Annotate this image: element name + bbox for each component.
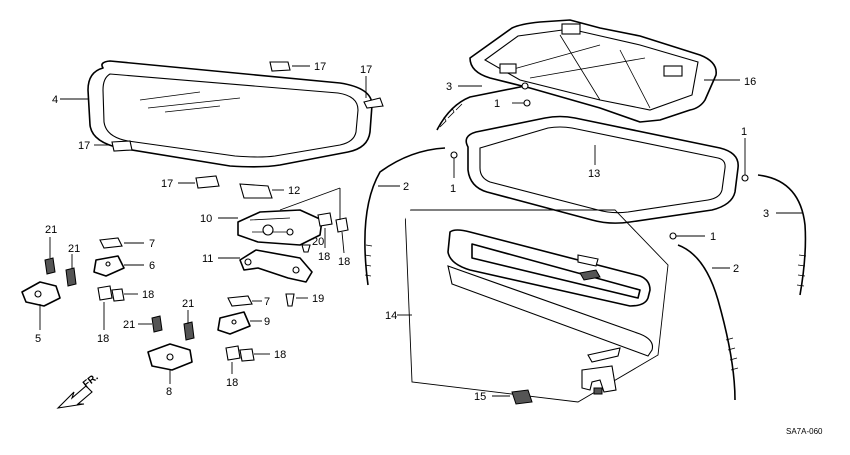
callout-18: 18 xyxy=(318,251,330,263)
drawing-code: SA7A-060 xyxy=(786,427,823,436)
callout-16: 16 xyxy=(744,76,756,88)
callout-9: 9 xyxy=(264,316,270,328)
shelf-panel-part xyxy=(469,19,717,123)
hatch-glass-part xyxy=(87,60,373,168)
callout-7: 7 xyxy=(264,296,270,308)
bracket-7-upper-part xyxy=(93,237,125,277)
nuts-18-left xyxy=(97,285,125,302)
callout-21: 21 xyxy=(68,243,80,255)
callout-1: 1 xyxy=(741,126,747,138)
callout-1: 1 xyxy=(450,183,456,195)
screw-19-part xyxy=(285,293,295,307)
weatherstrip-part xyxy=(465,115,739,224)
callout-3: 3 xyxy=(763,208,769,220)
callout-20: 20 xyxy=(312,236,324,248)
callout-2: 2 xyxy=(733,263,739,275)
callout-21: 21 xyxy=(123,319,135,331)
callout-1: 1 xyxy=(494,98,500,110)
callout-18: 18 xyxy=(274,349,286,361)
callout-18: 18 xyxy=(226,377,238,389)
callout-18: 18 xyxy=(97,333,109,345)
clip-17-parts xyxy=(111,61,384,189)
callout-17: 17 xyxy=(78,140,90,152)
front-direction-arrow-icon xyxy=(56,385,93,409)
nuts-18-lower xyxy=(225,345,255,362)
callout-18: 18 xyxy=(142,289,154,301)
callout-7: 7 xyxy=(149,238,155,250)
callout-21: 21 xyxy=(182,298,194,310)
rod-right-part xyxy=(677,244,739,401)
callout-12: 12 xyxy=(288,185,300,197)
latch-5-part xyxy=(21,281,61,307)
fasteners-upper xyxy=(301,212,349,253)
callout-4: 4 xyxy=(52,94,58,106)
bolts-21-left xyxy=(44,257,77,287)
spoiler-assembly-part xyxy=(404,209,669,403)
callout-5: 5 xyxy=(35,333,41,345)
callout-19: 19 xyxy=(312,293,324,305)
callout-15: 15 xyxy=(474,391,486,403)
gas-strut-right-part xyxy=(757,174,807,296)
callout-6: 6 xyxy=(149,260,155,272)
bolts-21-lower xyxy=(151,315,195,341)
callout-2: 2 xyxy=(403,181,409,193)
bracket-12-part xyxy=(239,183,273,199)
callout-8: 8 xyxy=(166,386,172,398)
latch-8-part xyxy=(147,343,193,371)
pad-part xyxy=(511,389,533,405)
callout-17: 17 xyxy=(161,178,173,190)
callout-1: 1 xyxy=(710,231,716,243)
callout-18: 18 xyxy=(338,256,350,268)
callout-21: 21 xyxy=(45,224,57,236)
callout-11: 11 xyxy=(202,253,213,265)
gas-strut-left-part xyxy=(436,82,529,131)
callout-14: 14 xyxy=(385,310,397,322)
hinge-10-part xyxy=(237,187,341,246)
callout-10: 10 xyxy=(200,213,212,225)
bracket-9-part xyxy=(217,295,253,335)
callouts: 4 17 17 17 17 12 10 11 20 18 18 21 21 7 … xyxy=(35,61,769,403)
callout-3: 3 xyxy=(446,81,452,93)
hinge-11-part xyxy=(239,249,313,283)
callout-17: 17 xyxy=(314,61,326,73)
callout-13: 13 xyxy=(588,168,600,180)
rod-left-part xyxy=(364,147,446,286)
callout-17: 17 xyxy=(360,64,372,76)
